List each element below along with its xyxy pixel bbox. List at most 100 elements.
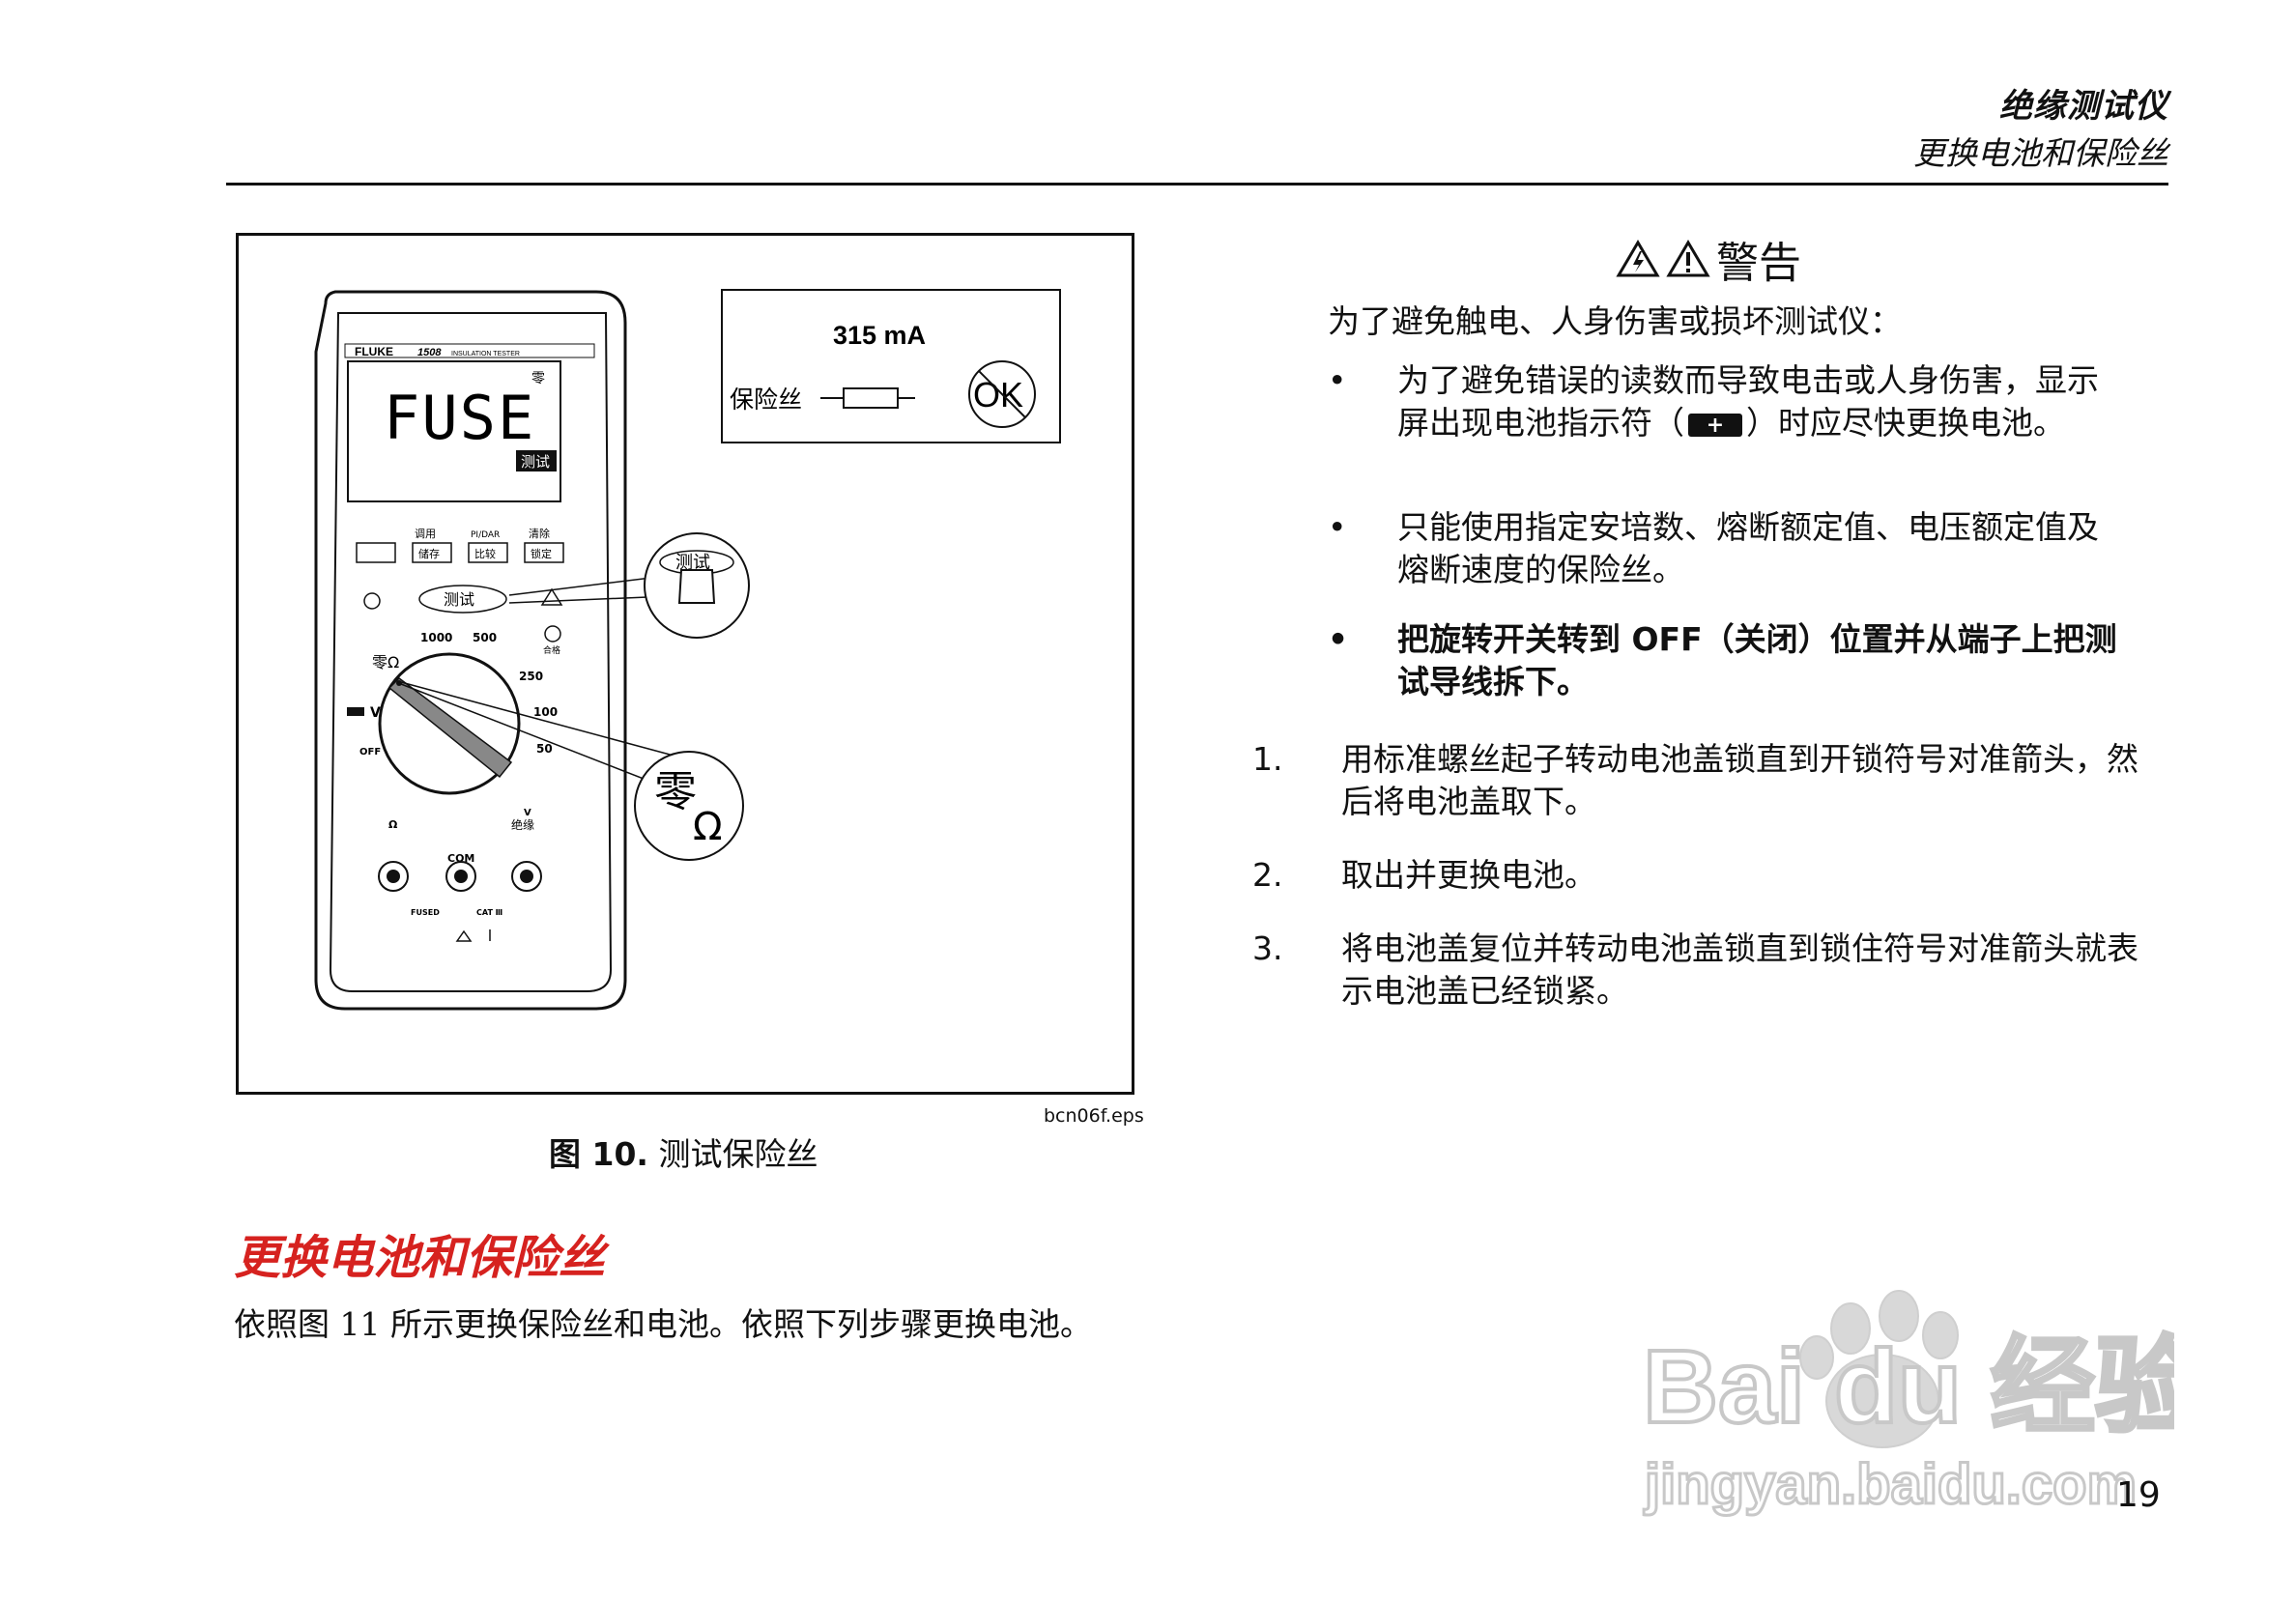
callout-line-zero-b	[400, 683, 684, 795]
fused-label: FUSED	[411, 908, 440, 917]
baidu-watermark: Bai du 经验 jingyan.baidu.com	[1641, 1290, 2174, 1518]
step-1-text: 用标准螺丝起子转动电池盖锁直到开锁符号对准箭头，然后将电池盖取下。	[1341, 740, 2138, 820]
step-1-number: 1.	[1252, 740, 1283, 778]
lcd-test-badge	[516, 450, 557, 471]
figure-caption-text: 测试保险丝	[658, 1135, 818, 1173]
warning-heading: 警告	[1616, 228, 1801, 290]
dial-pointer-dot	[396, 680, 402, 686]
backlight-icon[interactable]	[363, 592, 381, 610]
terminal-v-label: V	[524, 808, 531, 818]
model-label: 1508	[417, 347, 442, 358]
insulation-terminal-core	[520, 870, 533, 883]
callout-ohm-label: Ω	[693, 805, 723, 849]
header-rule	[226, 183, 2168, 186]
step-2-text: 取出并更换电池。	[1341, 856, 1596, 894]
figure-caption-prefix: 图 10.	[549, 1135, 648, 1173]
dial-label-off: OFF	[359, 747, 381, 757]
finger-icon	[677, 569, 716, 604]
warning-bullet-1-text-a: 为了避免错误的读数而导致电击或人身伤害，显示屏出现电池指示符（	[1397, 361, 2099, 442]
cat-label: CAT Ⅲ	[476, 908, 502, 917]
brand-label: FLUKE	[355, 345, 393, 358]
model-desc-label: INSULATION TESTER	[451, 351, 520, 357]
warning-bullet-3: • 把旋转开关转到 OFF（关闭）位置并从端子上把测试导线拆下。	[1328, 618, 2120, 703]
lcd-fuse-text: FUSE	[384, 383, 535, 453]
pass-indicator-label: 合格	[543, 644, 560, 656]
header-title: 绝缘测试仪	[1999, 87, 2168, 126]
step-3-number: 3.	[1252, 929, 1283, 967]
callout-test-label: 测试	[675, 553, 710, 573]
terminal-insulation-label: 绝缘	[511, 817, 534, 832]
pass-indicator	[544, 625, 561, 643]
test-button-label: 测试	[444, 590, 474, 609]
step-2: 2. 取出并更换电池。	[1252, 854, 2161, 897]
warning-triangle-icon	[455, 929, 473, 942]
figure-filename: bcn06f.eps	[1044, 1105, 1144, 1127]
callout-zero-label: 零	[654, 767, 697, 816]
btn-top-label-1: 调用	[415, 528, 436, 540]
header-subtitle: 更换电池和保险丝	[1913, 134, 2168, 172]
watermark-url: jingyan.baidu.com	[1644, 1453, 2137, 1516]
step-3: 3. 将电池盖复位并转动电池盖锁直到锁住符号对准箭头就表示电池盖已经锁紧。	[1252, 928, 2161, 1013]
warning-title: 警告	[1716, 239, 1801, 288]
electric-hazard-icon	[1616, 240, 1660, 277]
lcd-zero-label: 零	[531, 371, 545, 386]
callout-line-zero-a	[400, 681, 674, 757]
dial-label-batt-v: V	[370, 705, 381, 721]
store-button[interactable]	[412, 542, 452, 563]
dial-label-50: 50	[536, 742, 553, 756]
dial-label-100: 100	[533, 705, 558, 719]
warning-bullet-2-text: 只能使用指定安培数、熔断额定值、电压额定值及熔断速度的保险丝。	[1397, 508, 2099, 588]
warning-intro: 为了避免触电、人身伤害或损坏测试仪：	[1328, 302, 1902, 340]
com-terminal-core	[454, 870, 468, 883]
section-intro: 依照图 11 所示更换保险丝和电池。依照下列步骤更换电池。	[234, 1305, 1092, 1343]
paw-icon	[1799, 1290, 1959, 1448]
warning-icon	[1666, 240, 1710, 277]
figure-caption: 图 10. 测试保险丝	[549, 1129, 818, 1175]
fuse-label: 保险丝	[730, 386, 802, 414]
step-2-number: 2.	[1252, 856, 1283, 894]
page-number: 19	[2116, 1475, 2161, 1515]
ok-strike-line	[978, 370, 1026, 418]
btn-top-label-3: 清除	[529, 527, 550, 540]
dial-label-1000: 1000	[420, 631, 452, 644]
meter-body-outer	[314, 290, 627, 1011]
fuse-symbol-body	[843, 387, 899, 409]
brand-strip	[344, 343, 595, 358]
fuse-current-label: 315 mA	[833, 321, 926, 350]
bullet-marker: •	[1328, 620, 1349, 658]
bullet-marker: •	[1328, 508, 1347, 546]
lock-button[interactable]	[524, 542, 564, 563]
warning-bullet-1-text-b: ）时应尽快更换电池。	[1746, 404, 2065, 442]
figure-frame: FLUKE 1508 INSULATION TESTER FUSE 零 测试 调…	[236, 233, 1134, 1095]
compare-button-label: 比较	[474, 547, 496, 560]
dial-pointer	[387, 677, 513, 779]
lcd-screen	[347, 360, 561, 502]
warning-bullet-2: • 只能使用指定安培数、熔断额定值、电压额定值及熔断速度的保险丝。	[1328, 506, 2120, 591]
terminal-com-label: COM	[447, 852, 474, 865]
multimeter-illustration: FLUKE 1508 INSULATION TESTER FUSE 零 测试 调…	[314, 289, 1061, 1011]
step-3-text: 将电池盖复位并转动电池盖锁直到锁住符号对准箭头就表示电池盖已经锁紧。	[1341, 929, 2138, 1010]
lcd-test-badge-label: 测试	[521, 453, 550, 471]
callout-zero-circle	[634, 751, 744, 861]
hazard-icon	[540, 587, 563, 606]
terminal-ohm-label: Ω	[388, 818, 398, 831]
bullet-marker: •	[1328, 361, 1347, 399]
dial-label-zero-ohm: 零Ω	[372, 653, 399, 671]
lock-button-label: 锁定	[531, 547, 552, 560]
watermark-brand: Bai du 经验	[1643, 1328, 2174, 1444]
meter-body-inner	[329, 312, 613, 992]
ohm-terminal-core	[387, 870, 400, 883]
dial-label-250: 250	[519, 670, 543, 683]
step-1: 1. 用标准螺丝起子转动电池盖锁直到开锁符号对准箭头，然后将电池盖取下。	[1252, 738, 2161, 823]
section-title: 更换电池和保险丝	[234, 1231, 606, 1285]
compare-button[interactable]	[468, 542, 508, 563]
dial-label-500: 500	[473, 631, 497, 644]
blank-button[interactable]	[356, 542, 396, 563]
warning-bullet-1: • 为了避免错误的读数而导致电击或人身伤害，显示屏出现电池指示符（+）时应尽快更…	[1328, 359, 2120, 444]
warning-bullet-3-text: 把旋转开关转到 OFF（关闭）位置并从端子上把测试导线拆下。	[1397, 620, 2117, 700]
store-button-label: 储存	[418, 547, 440, 560]
dial-battery-icon	[347, 707, 364, 716]
btn-top-label-2: PI/DAR	[471, 530, 500, 540]
test-button[interactable]	[418, 585, 507, 614]
battery-icon: +	[1688, 414, 1742, 437]
